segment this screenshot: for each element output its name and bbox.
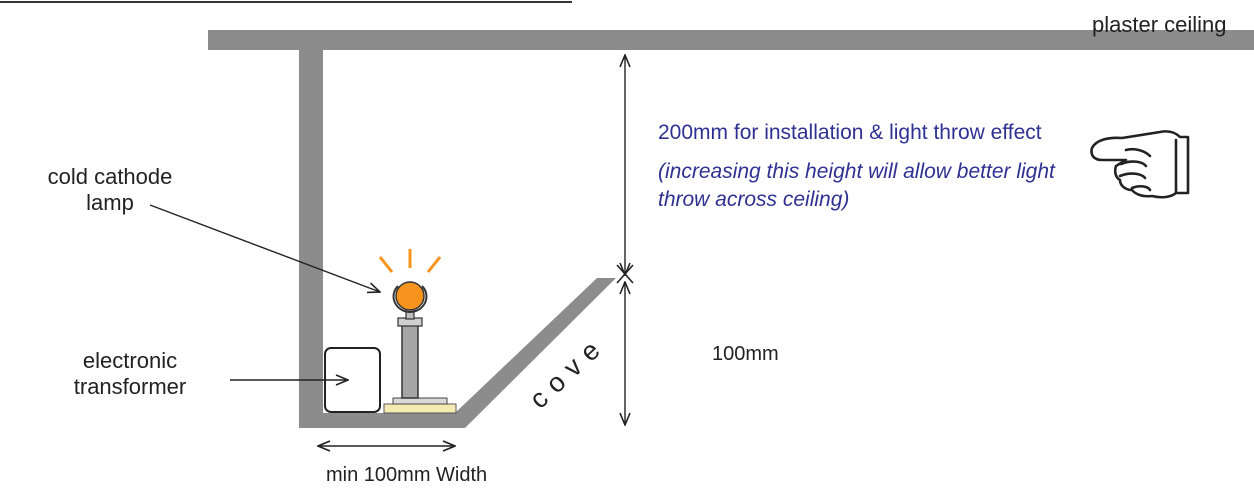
lamp-base-foot [392, 397, 448, 405]
light-ray-right [426, 256, 442, 273]
lamp-holder-column [401, 322, 419, 399]
height-100mm-label: 100mm [712, 343, 779, 365]
height-note-line-2: throw across ceiling) [658, 188, 850, 211]
transformer-label-line-2: transformer [73, 374, 187, 399]
lamp-clip [392, 285, 428, 314]
plaster-ceiling [208, 30, 1254, 50]
min-width-label: min 100mm Width [326, 464, 488, 486]
lamp-label-line-2: lamp [86, 190, 134, 215]
plaster-ceiling-label: plaster ceiling [1092, 12, 1227, 37]
lamp-label-line-1: cold cathode [47, 164, 173, 189]
cold-cathode-lamp-label: cold cathode lamp [20, 164, 200, 216]
lamp-base-plate [383, 403, 457, 414]
cold-cathode-lamp [395, 281, 425, 311]
light-ray-left [378, 256, 394, 273]
wall [299, 48, 323, 428]
transformer-label-line-1: electronic [82, 348, 178, 373]
lamp-leader-arrow [149, 204, 380, 292]
height-200mm-label: 200mm for installation & light throw eff… [658, 121, 1042, 144]
pointing-hand-icon [1090, 130, 1190, 199]
dimension-tick-b [616, 264, 634, 284]
cove-trough [299, 278, 616, 428]
height-note-line-1: (increasing this height will allow bette… [658, 160, 1055, 183]
electronic-transformer-label: electronic transformer [30, 348, 230, 400]
